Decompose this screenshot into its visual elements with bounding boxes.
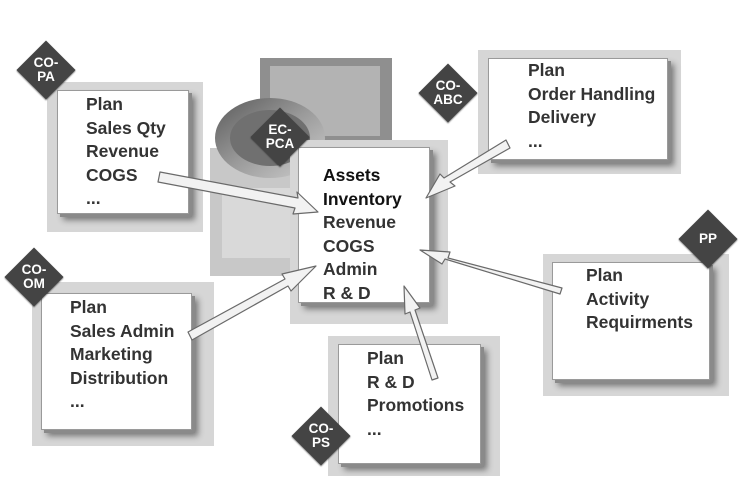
coom-badge-line-2: OM	[23, 276, 45, 291]
arrow-copa-to-center	[157, 171, 319, 215]
copa-line-1: Plan	[86, 94, 123, 114]
coom-line-3: Marketing	[70, 344, 153, 364]
center-line-2: Inventory	[323, 188, 402, 209]
coabc-text: Plan Order Handling Delivery ...	[528, 59, 655, 153]
cops-badge-line-1: CO-	[308, 421, 334, 436]
cops-line-3: Promotions	[367, 395, 465, 415]
coom-text: Plan Sales Admin Marketing Distribution …	[70, 296, 174, 414]
center-line-1: Assets	[323, 165, 381, 185]
arrow-pp-to-center	[419, 249, 563, 295]
coabc-line-2: Order Handling	[528, 83, 656, 104]
center-line-3: Revenue	[323, 212, 396, 232]
coom-line-1: Plan	[70, 297, 107, 317]
coom-card	[41, 293, 192, 430]
coabc-badge: CO- ABC	[418, 63, 478, 123]
cops-badge: CO- PS	[291, 406, 351, 466]
coabc-badge-line-2: ABC	[433, 92, 463, 107]
cops-card	[338, 344, 481, 464]
center-card	[298, 147, 430, 303]
coabc-card	[488, 58, 668, 160]
pp-line-3: Requirments	[586, 312, 693, 332]
arrow-cops-to-center	[403, 285, 439, 381]
copa-badge-line-1: CO-	[33, 55, 59, 70]
cops-badge-line-2: PS	[311, 435, 330, 450]
pp-badge: PP	[678, 209, 738, 269]
ecpca-badge: EC- PCA	[250, 107, 310, 167]
copa-line-5: ...	[86, 188, 101, 208]
cops-text: Plan R & D Promotions ...	[367, 347, 464, 441]
pp-badge-line-1: PP	[698, 231, 717, 246]
coom-line-5: ...	[70, 391, 85, 411]
cops-line-2: R & D	[367, 371, 415, 392]
coabc-line-1: Plan	[528, 60, 565, 80]
coom-line-2: Sales Admin	[70, 320, 175, 341]
cops-line-1: Plan	[367, 348, 404, 368]
arrow-coabc-to-center	[425, 139, 511, 199]
coabc-badge-line-1: CO-	[435, 78, 461, 93]
coom-badge-line-1: CO-	[21, 262, 47, 277]
ecpca-badge-line-2: PCA	[265, 136, 295, 151]
copa-line-4: COGS	[86, 164, 138, 185]
coabc-line-4: ...	[528, 130, 543, 151]
arrow-coom-to-center	[187, 265, 317, 341]
pp-line-1: Plan	[586, 265, 623, 285]
ecpca-badge-line-1: EC-	[268, 122, 292, 137]
center-text: Assets Inventory Revenue COGS Admin R & …	[323, 164, 402, 305]
pp-line-2: Activity	[586, 288, 650, 309]
cops-line-4: ...	[367, 418, 382, 439]
center-line-6: R & D	[323, 282, 371, 303]
copa-card	[57, 90, 189, 214]
copa-line-2: Sales Qty	[86, 117, 166, 138]
coom-badge: CO- OM	[4, 247, 64, 307]
copa-badge-line-2: PA	[37, 69, 55, 84]
coom-line-4: Distribution	[70, 367, 169, 388]
copa-badge: CO- PA	[16, 40, 76, 100]
pp-text: Plan Activity Requirments	[586, 264, 693, 335]
copa-text: Plan Sales Qty Revenue COGS ...	[86, 93, 166, 211]
pp-card	[552, 262, 710, 380]
center-line-4: COGS	[323, 235, 375, 256]
copa-line-3: Revenue	[86, 141, 159, 161]
coabc-line-3: Delivery	[528, 107, 597, 127]
center-line-5: Admin	[323, 259, 378, 279]
